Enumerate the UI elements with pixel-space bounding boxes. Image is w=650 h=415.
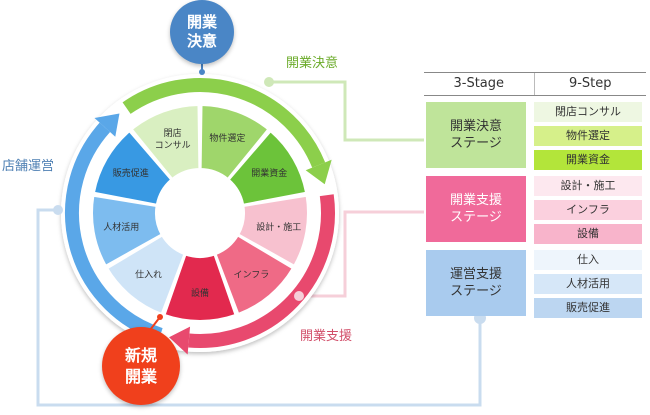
connector-support bbox=[300, 210, 424, 298]
wheel-label-design: 設計・施工 bbox=[256, 221, 301, 233]
stage-box-support: 開業支援 ステージ bbox=[426, 176, 526, 242]
dot-operations bbox=[53, 205, 63, 215]
wheel-label-funding: 開業資金 bbox=[251, 167, 287, 179]
stage-step-table: 3-Stage 9-Step 開業決意 ステージ 閉店コンサル 物件選定 開業資… bbox=[424, 72, 646, 318]
badge-new-line1: 新規 bbox=[124, 346, 157, 365]
header-9-step: 9-Step bbox=[568, 76, 612, 91]
connector-decision bbox=[270, 80, 424, 142]
badge-decision-line1: 開業 bbox=[186, 13, 217, 31]
stage-label-decision: 開業決意 bbox=[286, 56, 339, 71]
step-box: 販売促進 bbox=[534, 298, 642, 318]
badge-decision-line2: 決意 bbox=[186, 32, 217, 50]
wheel-center bbox=[156, 169, 244, 257]
wheel-label-purchasing: 仕入れ bbox=[135, 268, 162, 280]
step-box: 閉店コンサル bbox=[534, 102, 642, 122]
arrow-support bbox=[188, 194, 335, 348]
cycle-arrows bbox=[65, 78, 335, 355]
arrow-decision-head bbox=[305, 159, 332, 185]
step-box: 設備 bbox=[534, 224, 642, 244]
stage-line2: ステージ bbox=[450, 210, 502, 225]
table-header: 3-Stage 9-Step bbox=[424, 72, 646, 96]
header-3-stage: 3-Stage bbox=[424, 73, 535, 95]
stage-line1: 開業決意 bbox=[449, 119, 502, 134]
step-box: 人材活用 bbox=[534, 274, 642, 294]
stage-box-operations: 運営支援 ステージ bbox=[426, 250, 526, 316]
wheel-label-consult: 閉店コンサル bbox=[155, 127, 191, 151]
stage-line2: ステージ bbox=[450, 284, 502, 299]
stage-label-operations: 店舗運営 bbox=[2, 159, 55, 174]
arrow-decision bbox=[122, 78, 326, 168]
dot-support bbox=[294, 291, 304, 301]
badge-new-opening: 新規 開業 bbox=[102, 327, 180, 405]
step-box: インフラ bbox=[534, 200, 642, 220]
wheel-label-hr: 人材活用 bbox=[103, 221, 139, 233]
wheel-label-infra: インフラ bbox=[234, 269, 270, 280]
badge-opening-decision: 開業 決意 bbox=[170, 0, 234, 64]
dot-decision bbox=[264, 77, 274, 87]
step-box: 開業資金 bbox=[534, 150, 642, 170]
stage-line1: 開業支援 bbox=[449, 193, 502, 208]
wheel-label-property: 物件選定 bbox=[209, 132, 245, 144]
wheel-label-promotion: 販売促進 bbox=[113, 167, 149, 179]
connector-operations bbox=[36, 208, 482, 407]
stage-line2: ステージ bbox=[450, 136, 502, 151]
connector-lines bbox=[36, 80, 482, 407]
step-box: 設計・施工 bbox=[534, 176, 642, 196]
arrow-operations bbox=[65, 122, 163, 342]
step-box: 物件選定 bbox=[534, 126, 642, 146]
arrow-operations-head bbox=[94, 113, 120, 137]
stage-box-decision: 開業決意 ステージ bbox=[426, 102, 526, 168]
stage-label-support: 開業支援 bbox=[300, 329, 353, 344]
connector-dots bbox=[53, 69, 486, 324]
badge-new-line2: 開業 bbox=[124, 367, 157, 386]
step-box: 仕入 bbox=[534, 250, 642, 270]
stage-line1: 運営支援 bbox=[449, 267, 502, 282]
arrow-support-head bbox=[169, 326, 191, 355]
wheel-label-equipment: 設備 bbox=[191, 287, 209, 299]
